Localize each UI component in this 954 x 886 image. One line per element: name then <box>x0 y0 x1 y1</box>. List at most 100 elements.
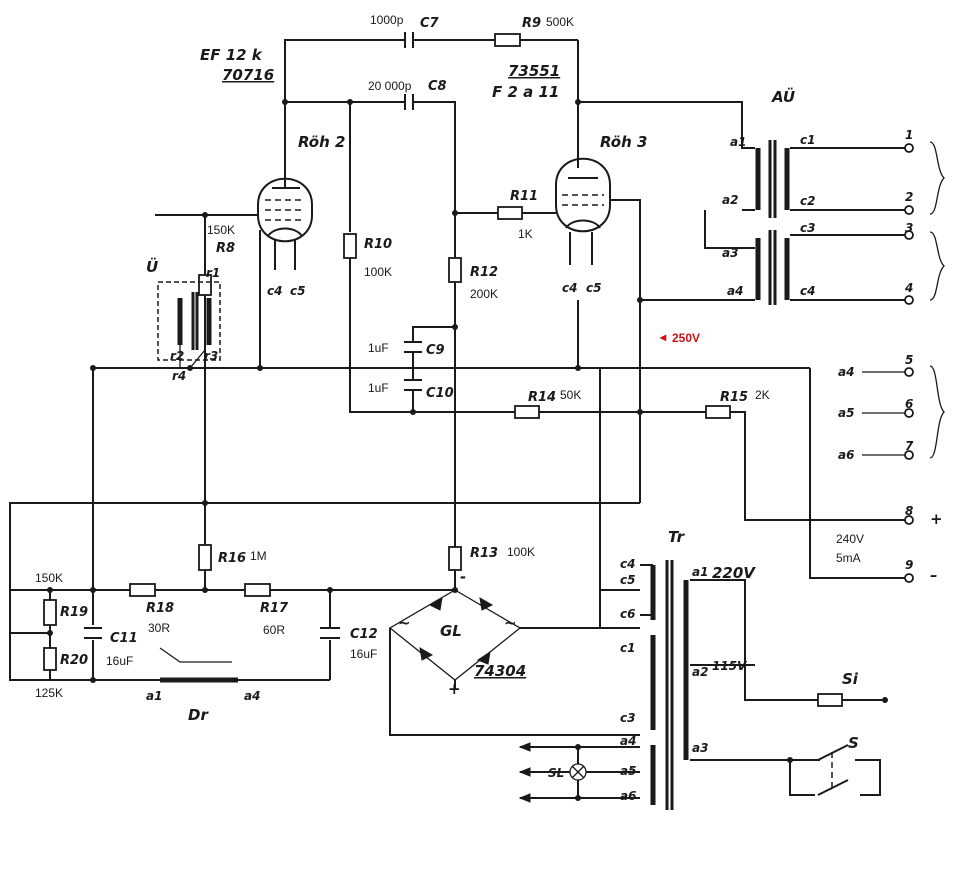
r12-value: 200K <box>470 287 498 301</box>
c9-value: 1uF <box>368 341 389 355</box>
tube-right-code2: F 2 a 11 <box>492 83 559 101</box>
rectifier-code: 74304 <box>474 662 526 680</box>
c12-value: 16uF <box>350 647 377 661</box>
r9-label: R9 <box>522 16 541 31</box>
c11-value: 16uF <box>106 654 133 668</box>
tube-right-pin-b: c5 <box>586 281 601 295</box>
input-transformer <box>157 281 221 369</box>
c7-label: C7 <box>420 16 440 31</box>
b-plus-arrow: ◂ <box>659 330 667 344</box>
terminal-5: 5 <box>905 353 913 367</box>
mt-sec-a6: a6 <box>620 789 636 803</box>
r19-value: 150K <box>35 571 63 585</box>
mt-sec-a4: a4 <box>620 734 636 748</box>
resistor-r15 <box>705 405 731 419</box>
resistor-r13 <box>448 546 462 571</box>
supply-voltage: 240V <box>836 532 864 546</box>
au-pin-a4: a4 <box>727 284 743 298</box>
r20-label: R20 <box>60 653 88 668</box>
switch-label: S <box>848 734 859 752</box>
rectifier-minus: - <box>460 568 466 586</box>
resistor-r8 <box>198 274 212 296</box>
au-pin-c2: c2 <box>800 194 815 208</box>
tap-a6: a6 <box>838 448 854 462</box>
output-transformer-name: AÜ <box>771 87 795 106</box>
tube-right-name: Röh 3 <box>600 133 647 151</box>
r16-label: R16 <box>218 551 246 566</box>
capacitor-c11 <box>84 627 102 639</box>
r10-value: 100K <box>364 265 392 279</box>
c7-value: 1000p <box>370 13 404 27</box>
choke-pin-b: a4 <box>244 689 260 703</box>
terminal-4: 4 <box>904 281 913 295</box>
mt-sec-c5: c5 <box>620 573 635 587</box>
resistor-r9 <box>494 33 521 47</box>
r14-value: 50K <box>560 388 581 402</box>
b-plus-voltage: 250V <box>672 331 700 345</box>
terminal-6: 6 <box>905 397 913 411</box>
mains-transformer <box>640 560 689 810</box>
mt-sec-c1: c1 <box>620 641 635 655</box>
mt-pin-a2: a2 <box>692 665 708 679</box>
resistor-r17 <box>244 583 271 597</box>
r15-value: 2K <box>755 388 770 402</box>
mt-sec-a5: a5 <box>620 764 636 778</box>
c8-value: 20 000p <box>368 79 412 93</box>
c10-value: 1uF <box>368 381 389 395</box>
r18-label: R18 <box>146 601 174 616</box>
terminal-plus-sign: + <box>930 510 943 528</box>
tube-left-pin-b: c5 <box>290 284 305 298</box>
r8-label: R8 <box>216 241 235 256</box>
tube-right-pin-a: c4 <box>562 281 577 295</box>
au-pin-c4: c4 <box>800 284 815 298</box>
resistor-r12 <box>448 257 462 283</box>
c9-label: C9 <box>426 343 445 358</box>
ut-pin-r2: r2 <box>170 349 184 363</box>
tap-a5: a5 <box>838 406 854 420</box>
c8-label: C8 <box>428 79 447 94</box>
choke-pin-a: a1 <box>146 689 162 703</box>
r17-value: 60R <box>263 623 285 637</box>
mains-220v: 220V <box>712 564 756 582</box>
r13-label: R13 <box>470 546 498 561</box>
r16-value: 1M <box>250 549 267 563</box>
resistor-r10 <box>343 233 357 259</box>
capacitor-c12 <box>320 627 340 639</box>
au-pin-a1: a1 <box>730 135 746 149</box>
c11-label: C11 <box>110 631 138 646</box>
terminal-2: 2 <box>905 190 913 204</box>
choke-label: Dr <box>188 706 209 724</box>
terminal-1: 1 <box>905 128 913 142</box>
input-transformer-name: Ü <box>146 257 158 276</box>
fuse-si <box>817 693 843 707</box>
resistor-r19 <box>43 599 57 626</box>
terminal-8: 8 <box>905 504 913 518</box>
r15-label: R15 <box>720 390 748 405</box>
r10-label: R10 <box>364 237 392 252</box>
r18-value: 30R <box>148 621 170 635</box>
c12-label: C12 <box>350 627 378 642</box>
mains-transformer-name: Tr <box>668 528 686 546</box>
c10-label: C10 <box>426 386 454 401</box>
tube-right-code: 73551 <box>508 62 560 80</box>
output-transformer <box>755 140 790 305</box>
rectifier-label: GL <box>440 622 462 640</box>
supply-current: 5mA <box>836 551 861 565</box>
tube-left-code: 70716 <box>222 66 274 84</box>
mt-sec-c4: c4 <box>620 557 635 571</box>
r12-label: R12 <box>470 265 498 280</box>
tube-left-type: EF 12 k <box>200 46 263 64</box>
lamp-arrows <box>518 742 531 803</box>
terminal-circles <box>904 143 914 583</box>
rectifier-plus: + <box>448 680 461 698</box>
rectifier-ac-right: ~ <box>504 614 517 632</box>
resistor-r11 <box>497 206 523 220</box>
r19-label: R19 <box>60 605 88 620</box>
resistor-r20 <box>43 647 57 671</box>
mt-pin-a3: a3 <box>692 741 708 755</box>
mt-sec-c6: c6 <box>620 607 635 621</box>
terminal-3: 3 <box>905 221 913 235</box>
tap-a4: a4 <box>838 365 854 379</box>
capacitor-c10 <box>404 379 422 391</box>
